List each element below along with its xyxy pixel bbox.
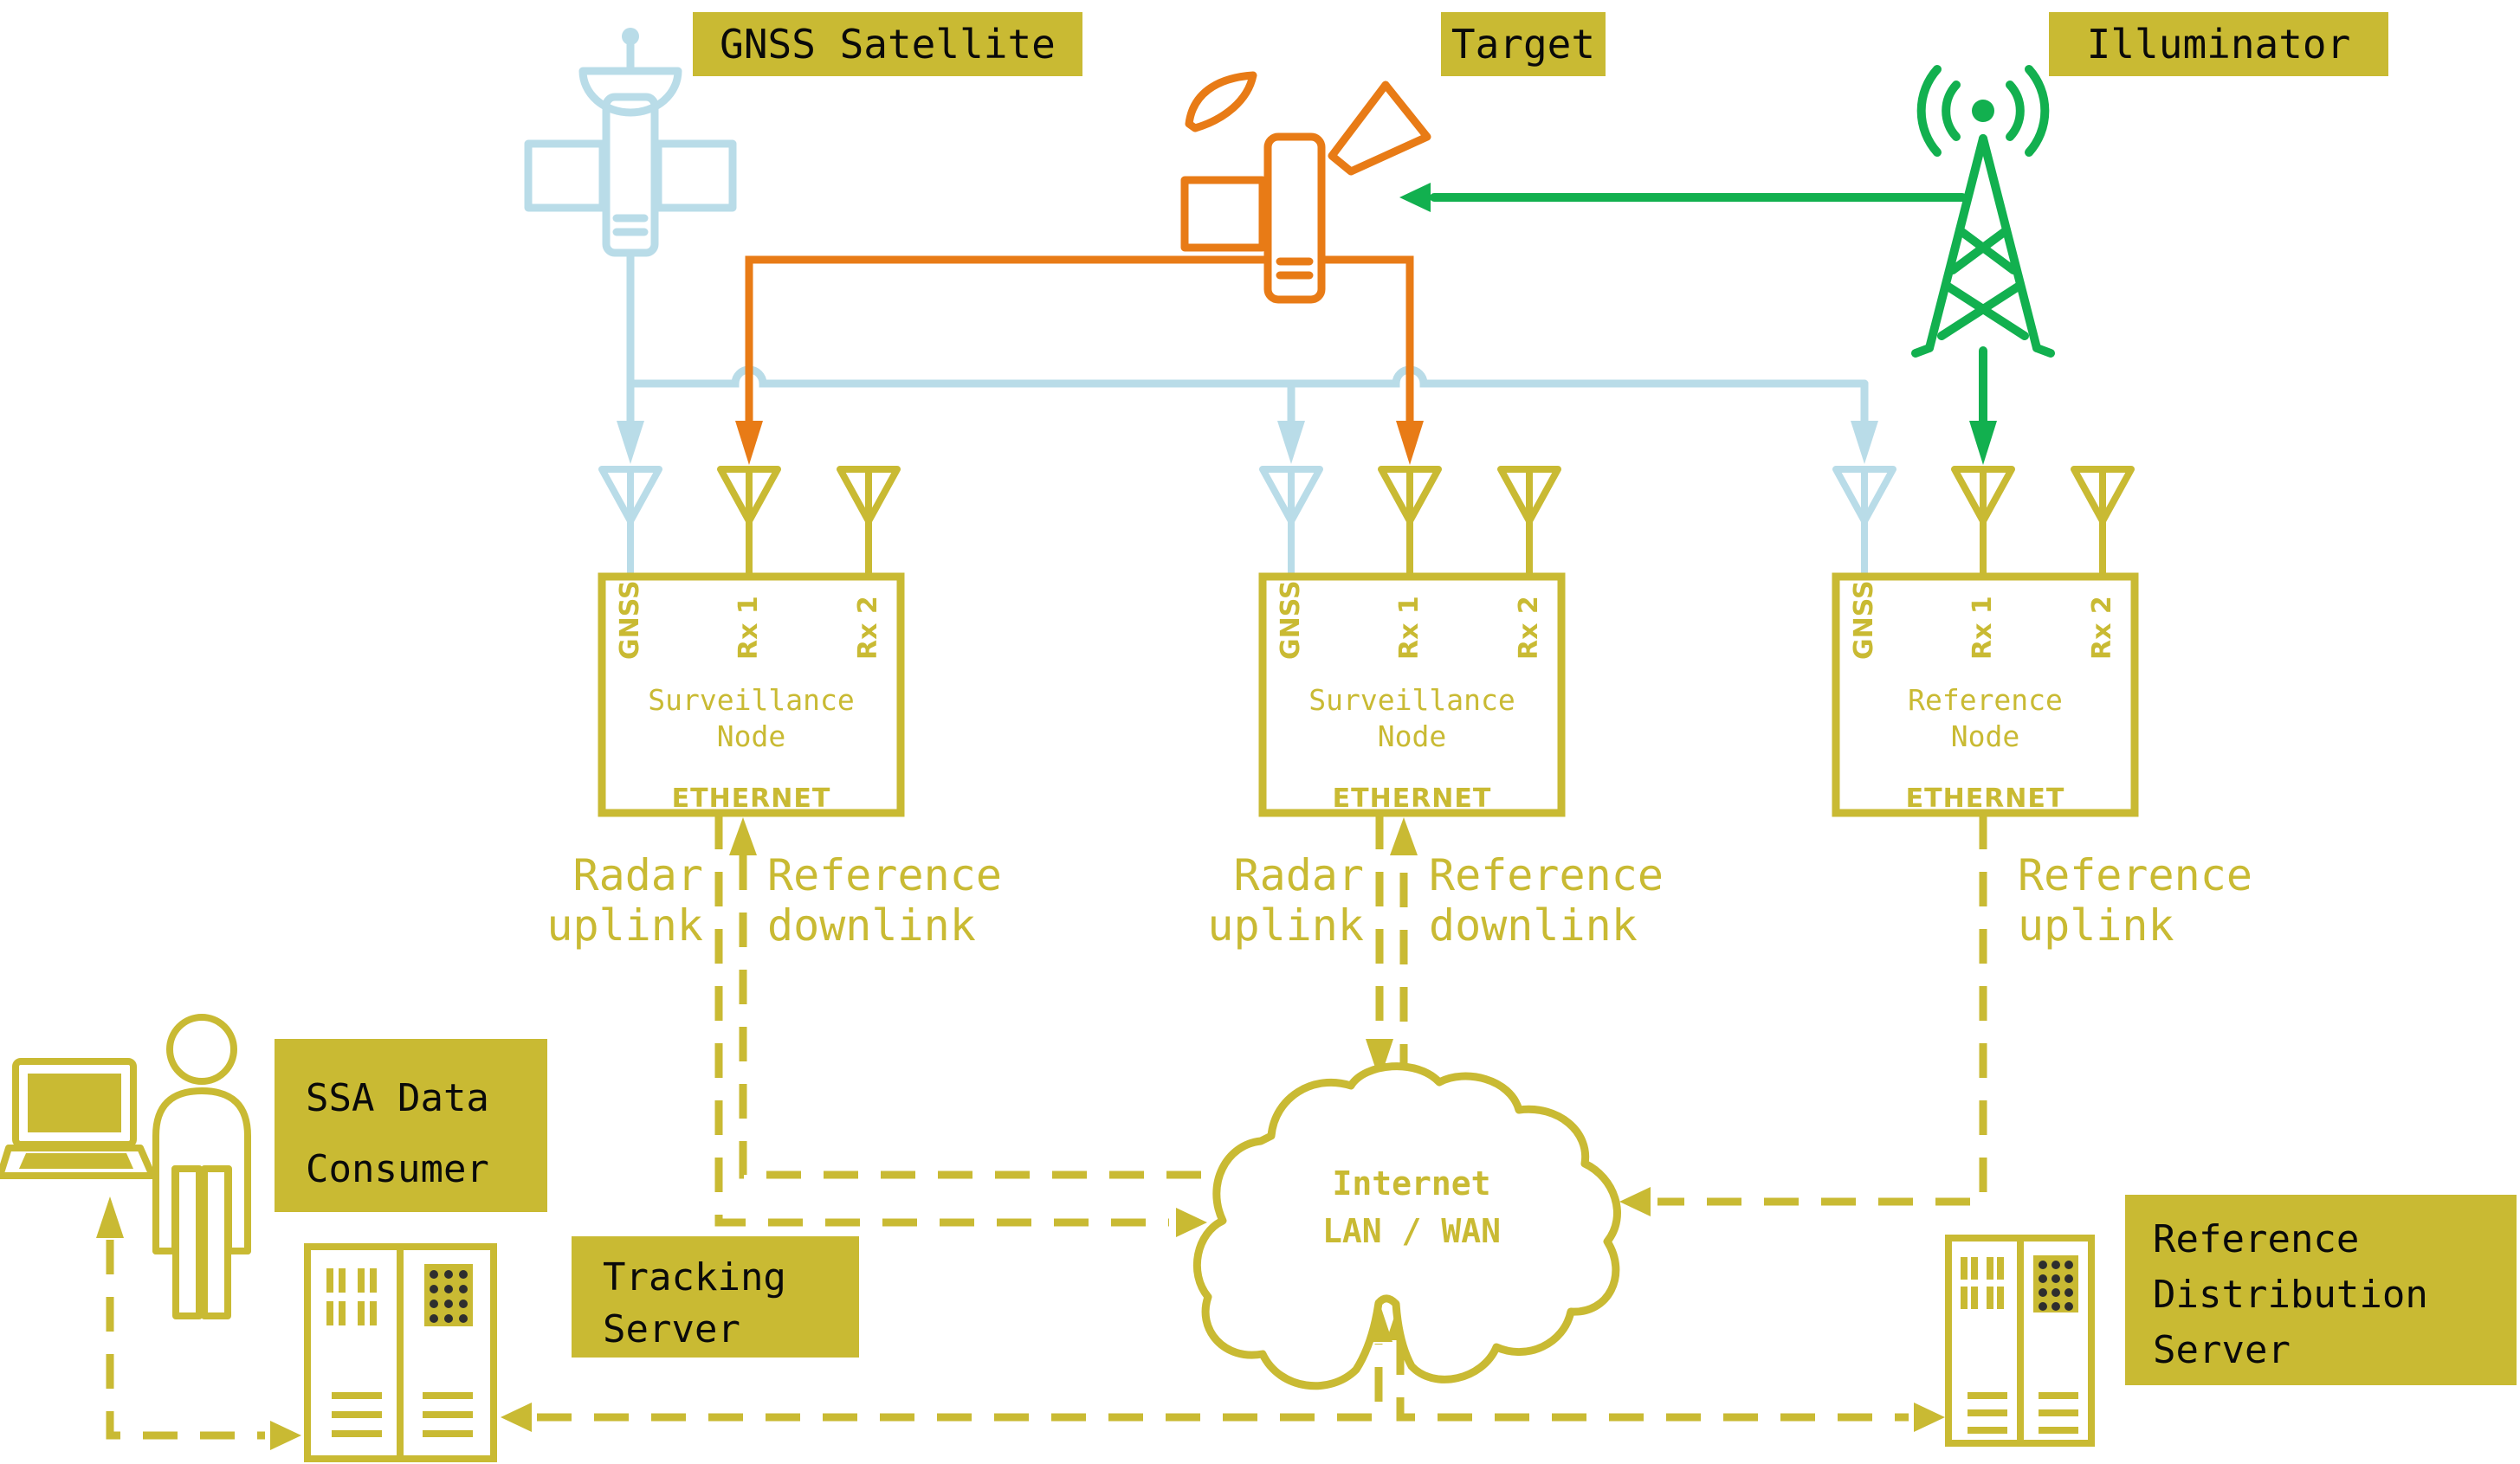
node2-title-2: Node — [1377, 719, 1447, 753]
illuminator-icon — [1911, 65, 2055, 358]
ssa-data-consumer-label: SSA Data Consumer — [275, 1039, 547, 1212]
surveillance-node-2-box — [1258, 572, 1566, 817]
node2-port-gnss-label: GNSS — [1276, 580, 1306, 660]
node3-port-gnss-label: GNSS — [1849, 580, 1879, 660]
label-line: Reference — [1429, 850, 1664, 900]
label-line: uplink — [2018, 900, 2174, 951]
node3-title-2: Node — [1950, 719, 2020, 753]
tracking-server-cloud-line — [537, 1344, 1383, 1422]
label-line: Server — [603, 1307, 740, 1351]
label-line: uplink — [1207, 900, 1364, 951]
node2-title: Surveillance — [1308, 683, 1515, 717]
antenna-icons — [598, 466, 2135, 580]
label-line: downlink — [767, 900, 976, 951]
label-line: Tracking — [603, 1255, 786, 1300]
n3-reference-uplink-line — [1657, 815, 1987, 1206]
node3-port-rx1-label: Rx 1 — [1968, 596, 1998, 660]
gnss-antenna-icon — [1259, 466, 1323, 580]
rx2-antenna-icon — [837, 466, 901, 580]
node3-title: Reference — [1908, 683, 2063, 717]
node2-port-rx1-label: Rx 1 — [1394, 596, 1425, 660]
gnss-satellite-label: GNSS Satellite — [693, 12, 1082, 76]
reference-node-box — [1832, 572, 2139, 817]
rx1-antenna-icon — [717, 466, 781, 580]
rx2-antenna-icon — [1497, 466, 1561, 580]
ssa-consumer-icon — [0, 1014, 251, 1319]
gnss-signal-bus — [626, 248, 1869, 425]
tracking-server-label: Tracking Server — [572, 1236, 859, 1358]
node3-ethernet-label: ETHERNET — [1905, 784, 2065, 814]
node1-port-rx1-label: Rx 1 — [733, 596, 764, 660]
label-line: downlink — [1429, 900, 1638, 951]
label-line: SSA Data — [306, 1076, 489, 1120]
gnss-antenna-icon — [598, 466, 662, 580]
consumer-tracking-line — [106, 1240, 265, 1440]
node2-port-rx2-label: Rx 2 — [1514, 596, 1544, 660]
reference-distribution-server-label: Reference Distribution Server — [2125, 1195, 2517, 1385]
node1-title-2: Node — [716, 719, 786, 753]
target-echo-arrows — [735, 421, 1424, 465]
label-line: Radar — [572, 850, 703, 900]
label-line: Reference — [2018, 850, 2252, 900]
label-line: Internet — [1332, 1164, 1491, 1203]
label-line: uplink — [546, 900, 703, 951]
node3-reference-uplink-label: Reference uplink — [2018, 850, 2252, 951]
target-label: Target — [1441, 12, 1606, 76]
illuminator-beam-arrows — [1399, 183, 1997, 465]
node2-ethernet-label: ETHERNET — [1332, 784, 1492, 814]
n1-reference-downlink-line — [739, 855, 1209, 1179]
label-line: Server — [2153, 1328, 2291, 1372]
target-echo-wires — [745, 255, 1414, 425]
internet-cloud-label: Internet LAN / WAN — [1238, 1160, 1585, 1255]
node1-title: Surveillance — [648, 683, 855, 717]
node1-reference-downlink-label: Reference downlink — [767, 850, 1002, 951]
n1-radar-uplink-line — [714, 815, 1169, 1227]
node1-radar-uplink-label: Radar uplink — [357, 850, 703, 951]
label-line: Reference — [2153, 1217, 2360, 1261]
label-line: Reference — [767, 850, 1002, 900]
node2-reference-downlink-label: Reference downlink — [1429, 850, 1664, 951]
label-line: Consumer — [306, 1147, 489, 1191]
gnss-satellite-icon — [524, 28, 737, 257]
node1-port-gnss-label: GNSS — [615, 580, 645, 660]
person-icon — [152, 1014, 251, 1319]
internet-cloud-icon — [1192, 1062, 1621, 1390]
laptop-icon — [0, 1058, 156, 1179]
rx1-antenna-icon — [1951, 466, 2015, 580]
tracking-server-icon — [304, 1243, 497, 1462]
node3-port-rx2-label: Rx 2 — [2087, 596, 2117, 660]
illuminator-beam-wires — [1430, 193, 1987, 425]
illuminator-label: Illuminator — [2049, 12, 2388, 76]
reference-server-cloud-line — [1396, 1340, 1909, 1422]
label-line: Radar — [1233, 850, 1364, 900]
surveillance-node-1-box — [598, 572, 905, 817]
reference-server-icon — [1945, 1235, 2095, 1447]
node1-port-rx2-label: Rx 2 — [853, 596, 883, 660]
node-boxes — [598, 572, 2139, 817]
node2-radar-uplink-label: Radar uplink — [1018, 850, 1364, 951]
gnss-signal-arrows — [617, 421, 1878, 464]
ethernet-links — [106, 815, 1987, 1440]
gnss-antenna-icon — [1832, 466, 1896, 580]
target-icon — [1180, 71, 1431, 304]
label-line: LAN / WAN — [1322, 1212, 1501, 1250]
rx1-antenna-icon — [1378, 466, 1442, 580]
node1-ethernet-label: ETHERNET — [671, 784, 831, 814]
label-line: Distribution — [2153, 1273, 2428, 1317]
rx2-antenna-icon — [2071, 466, 2135, 580]
